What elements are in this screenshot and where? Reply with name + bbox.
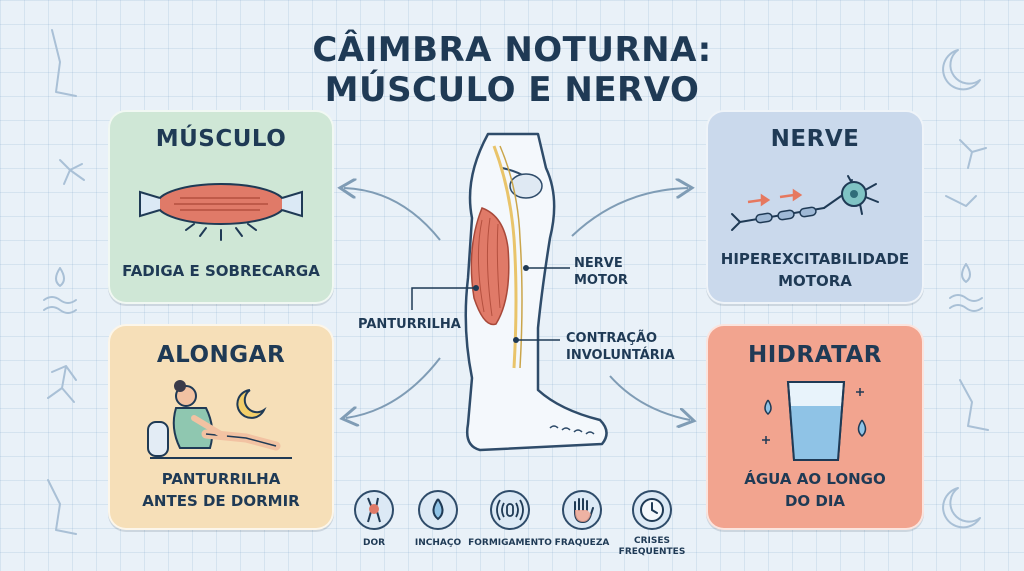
label-contracao: CONTRAÇÃO INVOLUNTÁRIA [566,330,675,364]
symptom-pain [354,490,394,530]
symptom-tingling [490,490,530,530]
motor-nerve-line [492,145,518,369]
wave-outline-icon-2 [949,294,983,312]
label-nerve-motor: NERVE MOTOR [574,255,628,289]
moon-outline-icon [942,49,981,91]
arrow-to-hidratar [609,375,690,420]
label-panturrilha: PANTURRILHA [358,317,461,332]
page-title: CÂIMBRA NOTURNA: MÚSCULO E NERVO [262,30,762,110]
label-nerve-line-1: NERVE [574,256,623,271]
card-nerve-caption-line-1: HIPEREXCITABILIDADE [720,250,910,268]
stretching-person-icon [147,380,292,459]
drop-icon-left [764,399,772,415]
card-alongar-caption-line-2: ANTES DE DORMIR [142,492,300,510]
drop-icon-right [857,419,867,437]
arrow-to-musculo [344,188,441,241]
leg-outline-icon-2 [47,479,77,535]
muscle-fiber-icon [139,183,303,241]
title-line-1: CÂIMBRA NOTURNA: [312,30,712,70]
water-glass-icon [762,381,867,461]
water-drop-icon [432,498,444,521]
symptom-label-formigamento: FORMIGAMENTO [468,538,552,548]
symptom-swelling [418,490,458,530]
vibration-icon [496,499,524,521]
neuron-icon [731,175,879,231]
drop-outline-icon [55,267,65,287]
arrow-to-alongar [346,357,441,418]
hand-icon [574,498,594,524]
card-nerve-caption: HIPEREXCITABILIDADE MOTORA [708,248,922,292]
card-hidratar-caption: ÁGUA AO LONGO DO DIA [708,468,922,512]
card-nerve-heading: NERVE [770,126,860,152]
card-alongar-caption: PANTURRILHA ANTES DE DORMIR [110,468,332,512]
card-alongar-heading: ALONGAR [156,342,286,368]
card-alongar: ALONGAR PANTURRILHA ANTES DE DORMIR [108,324,334,530]
neuron-outline-icon-2 [959,139,987,169]
neuron-outline-icon [59,159,85,185]
symptom-label-fraqueza: FRAQUEZA [554,538,610,548]
moon-outline-icon-2 [942,487,981,529]
card-alongar-caption-line-1: PANTURRILHA [161,470,281,488]
muscle-outline-icon [945,195,977,207]
symptom-label-crises-line-2: FREQUENTES [618,547,686,557]
symptom-weakness [562,490,602,530]
symptom-label-crises-line-1: CRISES [634,536,670,546]
card-nerve-caption-line-2: MOTORA [778,272,852,290]
card-hidratar: HIDRATAR ÁGUA AO LONGO DO DIA [706,324,924,530]
card-musculo: MÚSCULO FADIGA E SOBRECARGA [108,110,334,304]
symptom-label-inchaco: INCHAÇO [414,538,462,548]
card-hidratar-heading: HIDRATAR [747,342,883,368]
card-nerve: NERVE HIPEREXCITABILIDADE MOTORA [706,110,924,304]
drop-outline-icon-2 [961,263,971,283]
label-contracao-line-2: INVOLUNTÁRIA [566,348,675,363]
label-contracao-line-1: CONTRAÇÃO [566,331,658,346]
card-musculo-heading: MÚSCULO [155,126,287,152]
leg-illustration [464,132,608,452]
title-line-2: MÚSCULO E NERVO [324,70,700,110]
leg-outline-icon-3 [959,379,989,431]
card-hidratar-caption-line-2: DO DIA [784,492,846,510]
card-musculo-caption: FADIGA E SOBRECARGA [122,262,320,280]
symptom-label-crises: CRISES FREQUENTES [607,536,697,558]
symptom-label-dor: DOR [362,538,386,548]
label-nerve-line-2: MOTOR [574,273,628,288]
clock-icon [640,498,664,522]
leg-outline-icon [51,29,77,97]
symptom-frequent-crises [632,490,672,530]
card-hidratar-caption-line-1: ÁGUA AO LONGO [744,470,886,488]
pain-joint-icon [367,497,381,523]
arrow-to-nerve [571,188,688,237]
wave-outline-icon [43,296,77,314]
stretch-figure-icon [47,365,77,403]
